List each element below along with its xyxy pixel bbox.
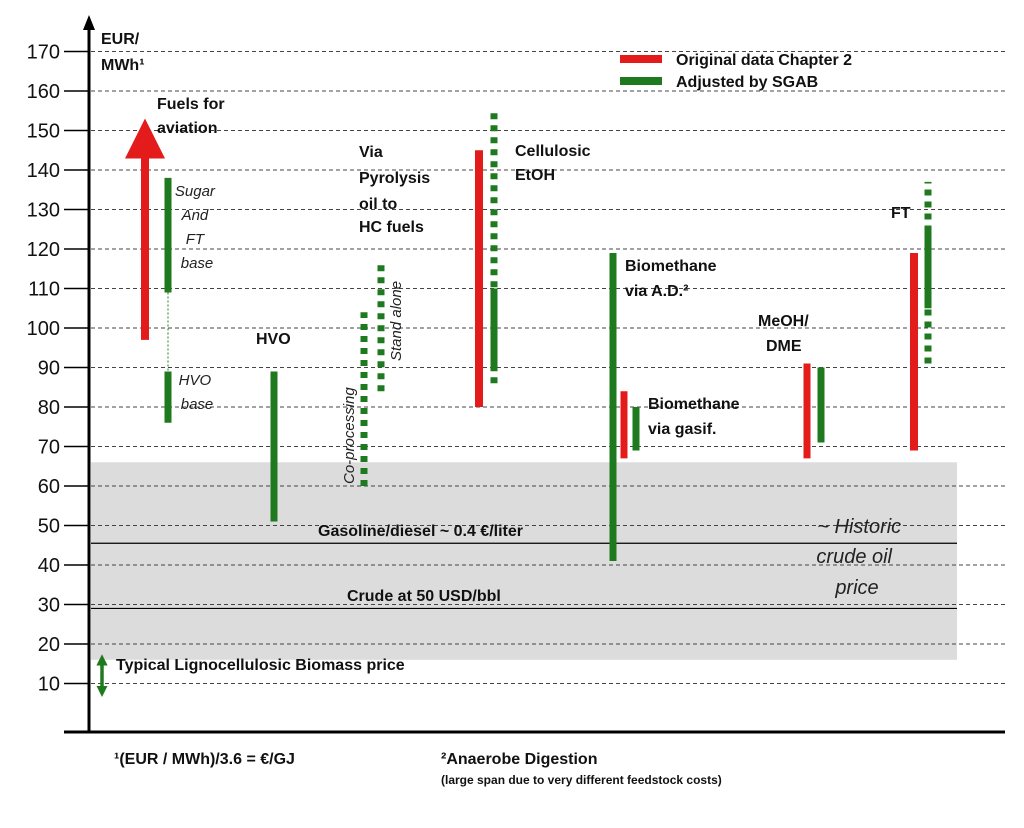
label-hvo-base: HVO base: [179, 372, 216, 413]
y-tick-label-60: 60: [38, 476, 60, 498]
footnote-units: ¹(EUR / MWh)/3.6 = €/GJ: [114, 751, 295, 768]
label-sugar-ft-base-line-2: And: [181, 207, 209, 224]
label-ft: FT: [891, 205, 911, 222]
y-axis-title-line-1: EUR/: [101, 31, 140, 48]
y-tick-label-10: 10: [38, 674, 60, 696]
label-biomethane-gasif-line-2: via gasif.: [648, 421, 716, 438]
label-biomethane-gasif-line-1: Biomethane: [648, 396, 740, 413]
label-pyrolysis-line-3: oil to: [359, 196, 397, 213]
y-axis-title-line-2: MWh¹: [101, 57, 145, 74]
label-fuels-for-aviation-line-2: aviation: [157, 120, 217, 137]
y-tick-labels: 10 20 30 40 50 60 70 80 90 100 110 120 130 140 150 160 1…: [27, 42, 60, 696]
label-pyrolysis-line-1: Via: [359, 144, 383, 161]
y-tick-label-160: 160: [27, 81, 60, 103]
y-tick-label-90: 90: [38, 358, 60, 380]
y-axis-title: EUR/ MWh¹: [101, 31, 145, 74]
range-bars: [125, 110, 932, 562]
y-tick-label-110: 110: [28, 279, 60, 301]
label-pyrolysis: Via Pyrolysis oil to HC fuels: [359, 144, 435, 236]
y-tick-label-140: 140: [27, 160, 60, 182]
label-meoh-dme-line-2: DME: [766, 338, 802, 355]
label-biomass-price: Typical Lignocellulosic Biomass price: [116, 657, 405, 674]
label-sugar-ft-base-line-4: base: [181, 255, 214, 272]
legend-swatch-adjusted: [620, 77, 662, 85]
label-hvo: HVO: [256, 331, 291, 348]
label-hvo-base-line-1: HVO: [179, 372, 212, 389]
label-meoh-dme-line-1: MeOH/: [758, 313, 809, 330]
y-axis-arrow: [83, 15, 95, 30]
legend-label-adjusted: Adjusted by SGAB: [676, 74, 818, 91]
label-historic-line-2: crude oil: [816, 546, 892, 568]
label-pyrolysis-line-2: Pyrolysis: [359, 170, 430, 187]
label-pyrolysis-line-4: HC fuels: [359, 219, 424, 236]
legend-swatch-original: [620, 55, 662, 63]
footnote-anaerobe: ²Anaerobe Digestion: [441, 751, 597, 768]
label-biomethane-gasif: Biomethane via gasif.: [648, 396, 744, 438]
label-biomethane-ad-line-2: via A.D.²: [625, 283, 688, 300]
label-sugar-ft-base-line-1: Sugar: [175, 183, 216, 200]
label-historic-line-3: price: [834, 577, 878, 599]
label-biomethane-ad: Biomethane via A.D.²: [625, 258, 721, 300]
label-biomethane-ad-line-1: Biomethane: [625, 258, 717, 275]
label-sugar-ft-base: Sugar And FT base: [175, 183, 219, 272]
y-tick-label-30: 30: [38, 595, 60, 617]
label-stand-alone: Stand alone: [388, 281, 405, 361]
reference-lines: [91, 542, 957, 610]
label-fuels-for-aviation: Fuels for aviation: [157, 96, 229, 137]
y-tick-label-80: 80: [38, 397, 60, 419]
label-fuels-for-aviation-line-1: Fuels for: [157, 96, 225, 113]
label-historic-line-1: ~ Historic: [817, 516, 901, 538]
legend-label-original: Original data Chapter 2: [676, 52, 852, 69]
label-cellulosic-etoh: Cellulosic EtOH: [515, 143, 595, 184]
label-cellulosic-etoh-line-1: Cellulosic: [515, 143, 591, 160]
y-tick-label-20: 20: [38, 634, 60, 656]
footnote-anaerobe-detail: (large span due to very different feedst…: [441, 773, 722, 787]
y-tick-label-150: 150: [27, 121, 60, 143]
label-hvo-base-line-2: base: [181, 396, 214, 413]
gridlines: [64, 50, 1005, 685]
y-tick-label-50: 50: [38, 516, 60, 538]
label-cellulosic-etoh-line-2: EtOH: [515, 167, 555, 184]
y-tick-label-170: 170: [27, 42, 60, 64]
y-tick-label-70: 70: [38, 437, 60, 459]
y-tick-label-120: 120: [27, 239, 60, 261]
label-sugar-ft-base-line-3: FT: [186, 231, 206, 248]
label-co-processing: Co-processing: [341, 387, 358, 484]
label-meoh-dme: MeOH/ DME: [758, 313, 813, 355]
historic-price-band: [91, 462, 957, 660]
y-tick-label-100: 100: [27, 318, 60, 340]
y-tick-label-40: 40: [38, 555, 60, 577]
label-crude-50-usd: Crude at 50 USD/bbl: [347, 588, 501, 605]
label-historic-crude-oil: ~ Historic crude oil price: [816, 516, 906, 599]
label-gasoline-diesel: Gasoline/diesel ~ 0.4 €/liter: [318, 523, 523, 540]
y-tick-label-130: 130: [27, 200, 60, 222]
